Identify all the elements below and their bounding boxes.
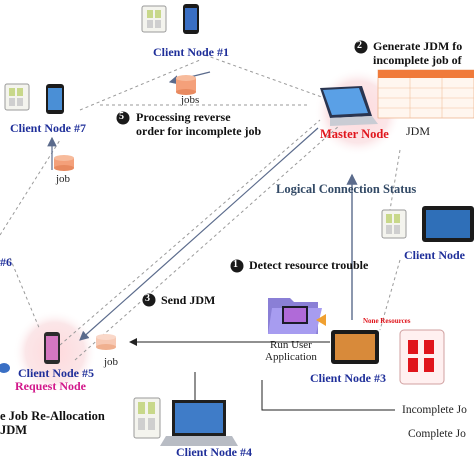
none-resources-box (399, 329, 445, 385)
client6-device-fragment (0, 363, 10, 373)
dashed-connections (0, 54, 401, 361)
application-label: Application (265, 351, 317, 363)
client-node-5-label: Client Node #5 (18, 366, 94, 380)
job-cylinder-left (54, 155, 74, 171)
jdm-label: JDM (406, 124, 431, 138)
reallocation-line1: e Job Re-Allocation (0, 409, 105, 423)
step3-number: 3 (145, 293, 150, 304)
client-node-right-label: Client Node (404, 248, 465, 262)
step3-badge (142, 293, 156, 307)
legend-incomplete-job: Incomplete Jo (402, 404, 467, 416)
reallocation-line2: JDM (0, 423, 28, 437)
send-jdm-arrow (79, 127, 319, 341)
client-node-3-label: Client Node #3 (310, 371, 386, 385)
step1-badge (230, 259, 244, 273)
job-cylinder-request (96, 334, 116, 350)
client-node-7-label: Client Node #7 (10, 121, 86, 135)
client1-devices (141, 4, 199, 34)
master-node-label: Master Node (320, 127, 389, 141)
run-user-label: Run User (270, 339, 312, 351)
step2-text-line1: Generate JDM fo (373, 39, 463, 53)
step2-text-line2: incomplete job of (373, 53, 462, 67)
request-node-label: Request Node (15, 379, 86, 393)
client4-devices (133, 397, 238, 446)
step1-text: Detect resource trouble (249, 258, 369, 272)
master-laptop (320, 86, 378, 126)
step2-badge (354, 40, 368, 54)
jobs-label: jobs (181, 94, 200, 106)
client7-devices (4, 83, 64, 114)
step5-text-line1: Processing reverse (136, 110, 231, 124)
client-node-6-label: #6 (0, 255, 12, 269)
step2-number: 2 (357, 40, 362, 51)
client-node-1-label: Client Node #1 (153, 45, 229, 59)
none-resources-label: None Resources (363, 317, 411, 325)
legend-complete-job: Complete Jo (408, 428, 466, 440)
client-right-devices (381, 206, 474, 242)
application-folder-icon (268, 298, 326, 334)
step5-badge (116, 111, 130, 125)
request-phone (44, 332, 60, 364)
step5-number: 5 (119, 111, 124, 122)
step5-text-line2: order for incomplete job (136, 124, 262, 138)
job-label-left: job (56, 173, 71, 185)
step3-text: Send JDM (161, 293, 216, 307)
client3-tablet (331, 330, 379, 364)
logical-connection-status: Logical Connection Status (276, 182, 417, 196)
jobs-cylinder (176, 75, 196, 95)
client-node-4-label: Client Node #4 (176, 445, 252, 459)
legend-connector (261, 380, 395, 411)
step1-number: 1 (233, 259, 238, 270)
job-label-request: job (104, 356, 119, 368)
jdm-table (377, 69, 474, 119)
